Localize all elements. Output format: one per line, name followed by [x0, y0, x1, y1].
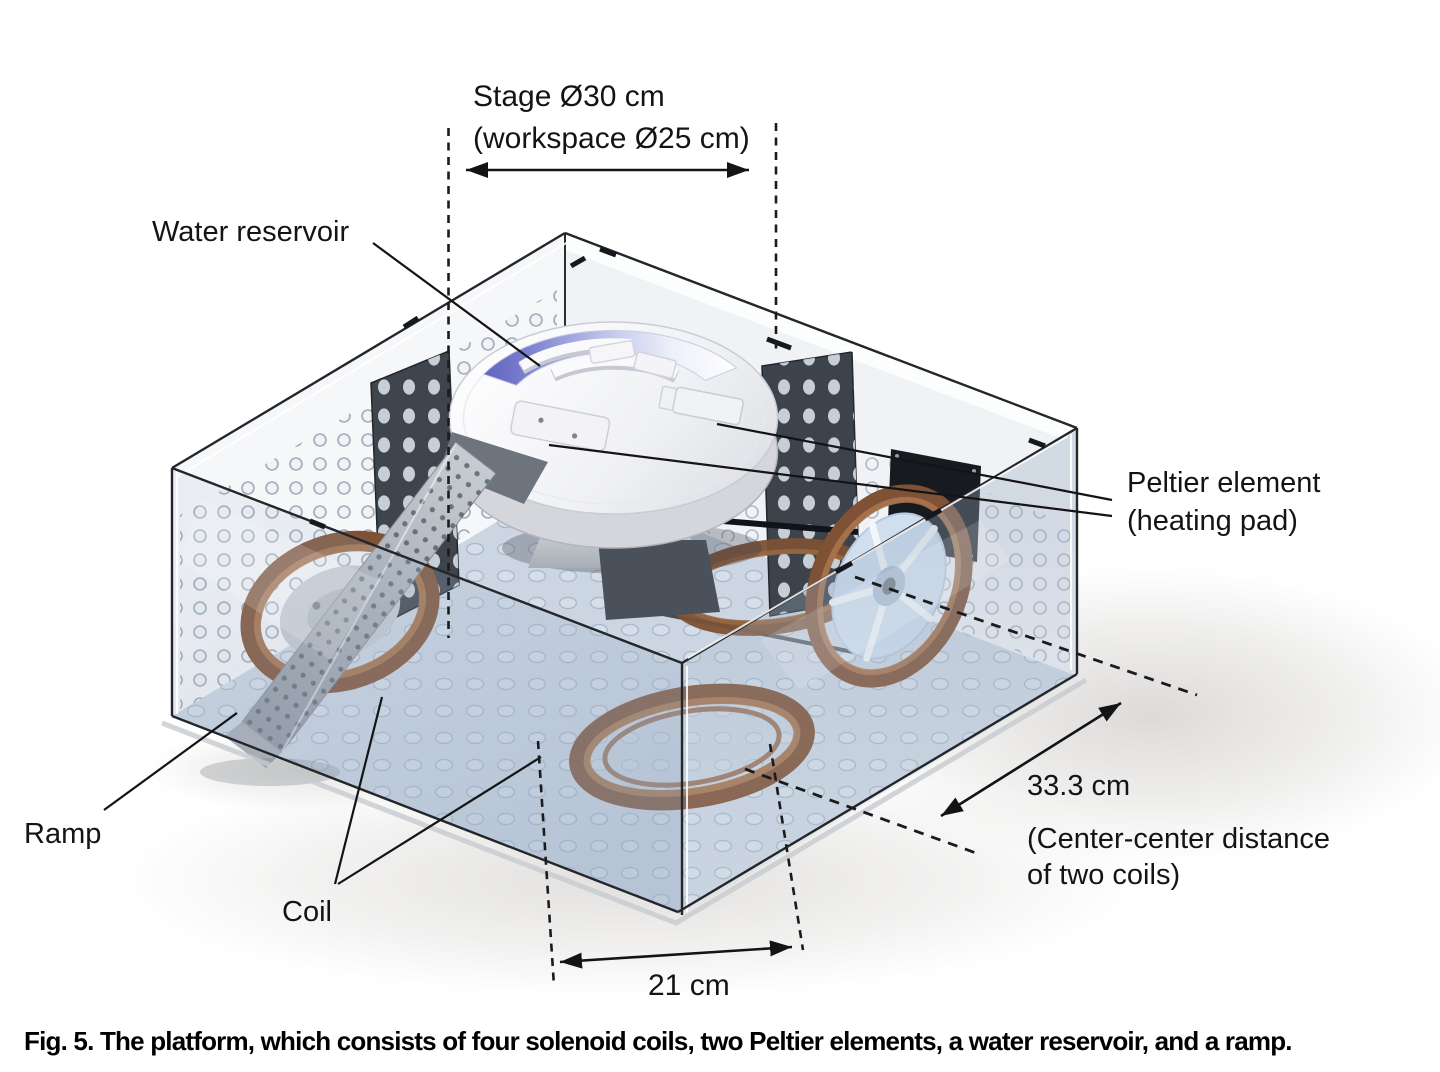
label-stage-dimension-line2: (workspace Ø25 cm) [473, 122, 750, 155]
label-peltier-line2: (heating pad) [1127, 505, 1298, 537]
leader-water-reservoir [372, 242, 541, 367]
rim-clips [309, 246, 1046, 575]
coil-distance-arrow [940, 701, 1122, 818]
label-stage-dimension-line1: Stage Ø30 cm [473, 80, 665, 113]
acrylic-front-walls [172, 428, 1077, 915]
label-peltier-line1: Peltier element [1127, 467, 1320, 499]
label-coil-spacing-line2: of two coils) [1027, 859, 1180, 891]
leader-coil-2 [337, 756, 542, 885]
label-coil-spacing-value: 33.3 cm [1027, 770, 1130, 802]
coil-axis-guide-lower [744, 767, 977, 855]
figure-caption: Fig. 5. The platform, which consists of … [24, 1026, 1293, 1056]
coil-pitch-arrow [559, 940, 793, 969]
annotation-layer: Stage Ø30 cm (workspace Ø25 cm) Water re… [24, 80, 1330, 1002]
stage [448, 321, 779, 549]
leader-coil-1 [333, 696, 384, 885]
coil-axis-guide-upper [854, 575, 1198, 697]
water-reservoir-channel [482, 329, 738, 386]
label-coil-spacing-line1: (Center-center distance [1027, 823, 1330, 855]
leader-ramp [103, 712, 238, 811]
label-coil-pitch: 21 cm [648, 969, 730, 1002]
peltier-pad-left [510, 400, 611, 452]
label-water-reservoir: Water reservoir [152, 216, 349, 248]
peltier-pad-right [658, 385, 744, 426]
leader-peltier-1 [716, 422, 1113, 502]
coil-pitch-guide-left [536, 740, 556, 987]
leader-peltier-2 [548, 443, 1113, 518]
label-ramp: Ramp [24, 818, 101, 850]
box-outline [161, 231, 1088, 926]
label-coil: Coil [282, 896, 332, 928]
coil-pitch-guide-right [768, 743, 805, 951]
